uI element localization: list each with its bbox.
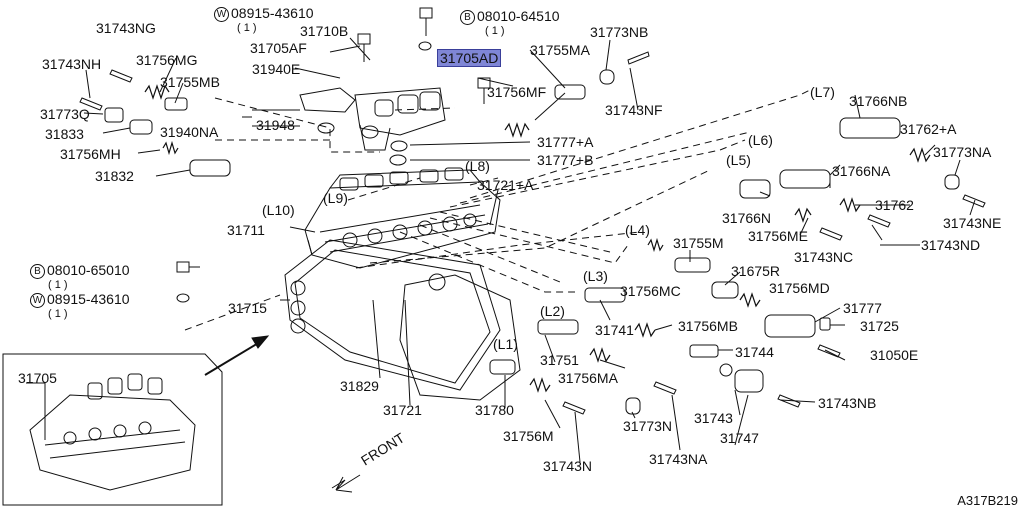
part-label[interactable]: 31766N: [722, 210, 772, 226]
part-label[interactable]: 31833: [45, 126, 84, 142]
washer-qty: ( 1 ): [48, 308, 68, 320]
part-label[interactable]: 31675R: [731, 263, 781, 279]
part-label[interactable]: 31705: [18, 370, 57, 386]
part-label[interactable]: 31755MA: [530, 42, 590, 58]
part-label[interactable]: 31725: [860, 318, 899, 334]
level-marker: (L4): [625, 222, 650, 238]
part-label[interactable]: 31777+A: [537, 134, 594, 150]
part-label[interactable]: 31829: [340, 378, 379, 394]
part-label[interactable]: 31710B: [300, 23, 349, 39]
highlighted-part[interactable]: 31705AD: [436, 49, 502, 67]
valve-spools: [104, 69, 960, 415]
part-label[interactable]: 31756ME: [748, 228, 808, 244]
level-marker: (L1): [493, 336, 518, 352]
part-label[interactable]: 31743NG: [96, 20, 156, 36]
level-marker: (L3): [583, 268, 608, 284]
part-label[interactable]: 31743N: [543, 458, 593, 474]
part-label[interactable]: 31780: [475, 402, 514, 418]
part-label[interactable]: 31715: [228, 300, 267, 316]
part-label[interactable]: 31756M: [503, 428, 554, 444]
level-marker: (L2): [540, 303, 565, 319]
bolt-part-code: 08010-65010: [47, 262, 130, 278]
part-label[interactable]: 31756MD: [769, 280, 830, 296]
solenoid-assembly: [299, 87, 446, 151]
separator-plate: [284, 239, 521, 401]
part-label[interactable]: 31747: [720, 430, 759, 446]
part-label[interactable]: 31777+B: [537, 152, 594, 168]
part-label[interactable]: 31762+A: [900, 121, 957, 137]
washer-part-code: 08915-43610: [231, 5, 314, 21]
level-marker: (L7): [810, 84, 835, 100]
part-label[interactable]: 31756MB: [678, 318, 738, 334]
retainer-plates: [79, 51, 986, 415]
bolt-mark-icon: B: [460, 10, 475, 25]
part-label[interactable]: 31743: [694, 410, 733, 426]
level-marker: (L10): [262, 202, 295, 218]
springs: [144, 84, 931, 393]
bolt-part-code: 08010-64510: [477, 8, 560, 24]
inset-direction-arrow: [204, 335, 270, 376]
front-arrow: [331, 474, 361, 493]
part-label[interactable]: 31756MF: [487, 84, 547, 100]
leader-lines: [83, 37, 976, 463]
part-label[interactable]: 31777: [843, 300, 882, 316]
part-label[interactable]: 31751: [540, 352, 579, 368]
part-label[interactable]: 31756MG: [136, 52, 198, 68]
inset-valve-assembly: [2, 353, 223, 506]
bolt-qty: ( 1 ): [48, 279, 68, 291]
level-marker: (L6): [748, 132, 773, 148]
part-label[interactable]: 31721: [383, 402, 422, 418]
level-marker: (L9): [323, 190, 348, 206]
washer-mark-icon: W: [214, 7, 229, 22]
part-label[interactable]: 31743NF: [605, 102, 663, 118]
part-label[interactable]: 31756MC: [620, 283, 681, 299]
part-label[interactable]: 31743NE: [943, 215, 1002, 231]
part-label[interactable]: 31773NA: [933, 144, 992, 160]
level-guide-lines: [184, 89, 811, 331]
washer-part-code: 08915-43610: [47, 291, 130, 307]
part-label[interactable]: 31756MH: [60, 146, 121, 162]
part-label[interactable]: 31773Q: [40, 106, 90, 122]
bolt-mark-icon: B: [30, 264, 45, 279]
part-label[interactable]: 31744: [735, 344, 774, 360]
bolts: [176, 7, 491, 303]
part-label[interactable]: 31773N: [623, 418, 673, 434]
washer-mark-icon: W: [30, 293, 45, 308]
bolt-qty: ( 1 ): [485, 25, 505, 37]
part-label[interactable]: 31743NA: [649, 451, 708, 467]
part-label[interactable]: 31762: [875, 197, 914, 213]
part-label[interactable]: 31755MB: [160, 74, 220, 90]
part-label[interactable]: 31705AF: [250, 40, 307, 56]
control-valve-body: [304, 167, 501, 269]
level-marker: (L8): [465, 158, 490, 174]
part-label-highlighted[interactable]: 31705AD: [436, 49, 502, 67]
part-label[interactable]: 31766NA: [832, 163, 891, 179]
part-label[interactable]: 31766NB: [849, 93, 908, 109]
part-label[interactable]: 31741: [595, 322, 634, 338]
part-label[interactable]: 31743NC: [794, 249, 854, 265]
part-label[interactable]: 31755M: [673, 235, 724, 251]
part-label[interactable]: 31050E: [870, 347, 919, 363]
part-label[interactable]: 31948: [256, 117, 295, 133]
washer-qty: ( 1 ): [237, 22, 257, 34]
part-label[interactable]: 31711: [227, 222, 265, 238]
part-label[interactable]: 31743NB: [818, 395, 877, 411]
part-label[interactable]: 31743NH: [42, 56, 102, 72]
part-label[interactable]: 31940E: [252, 61, 301, 77]
part-label[interactable]: 31773NB: [590, 24, 649, 40]
level-marker: (L5): [726, 152, 751, 168]
part-label[interactable]: 31743ND: [921, 237, 981, 253]
part-label[interactable]: 31940NA: [160, 124, 219, 140]
part-label[interactable]: 31721+A: [477, 177, 534, 193]
part-label[interactable]: 31832: [95, 168, 134, 184]
reference-code: A317B219: [957, 493, 1018, 508]
part-label[interactable]: 31756MA: [558, 370, 618, 386]
